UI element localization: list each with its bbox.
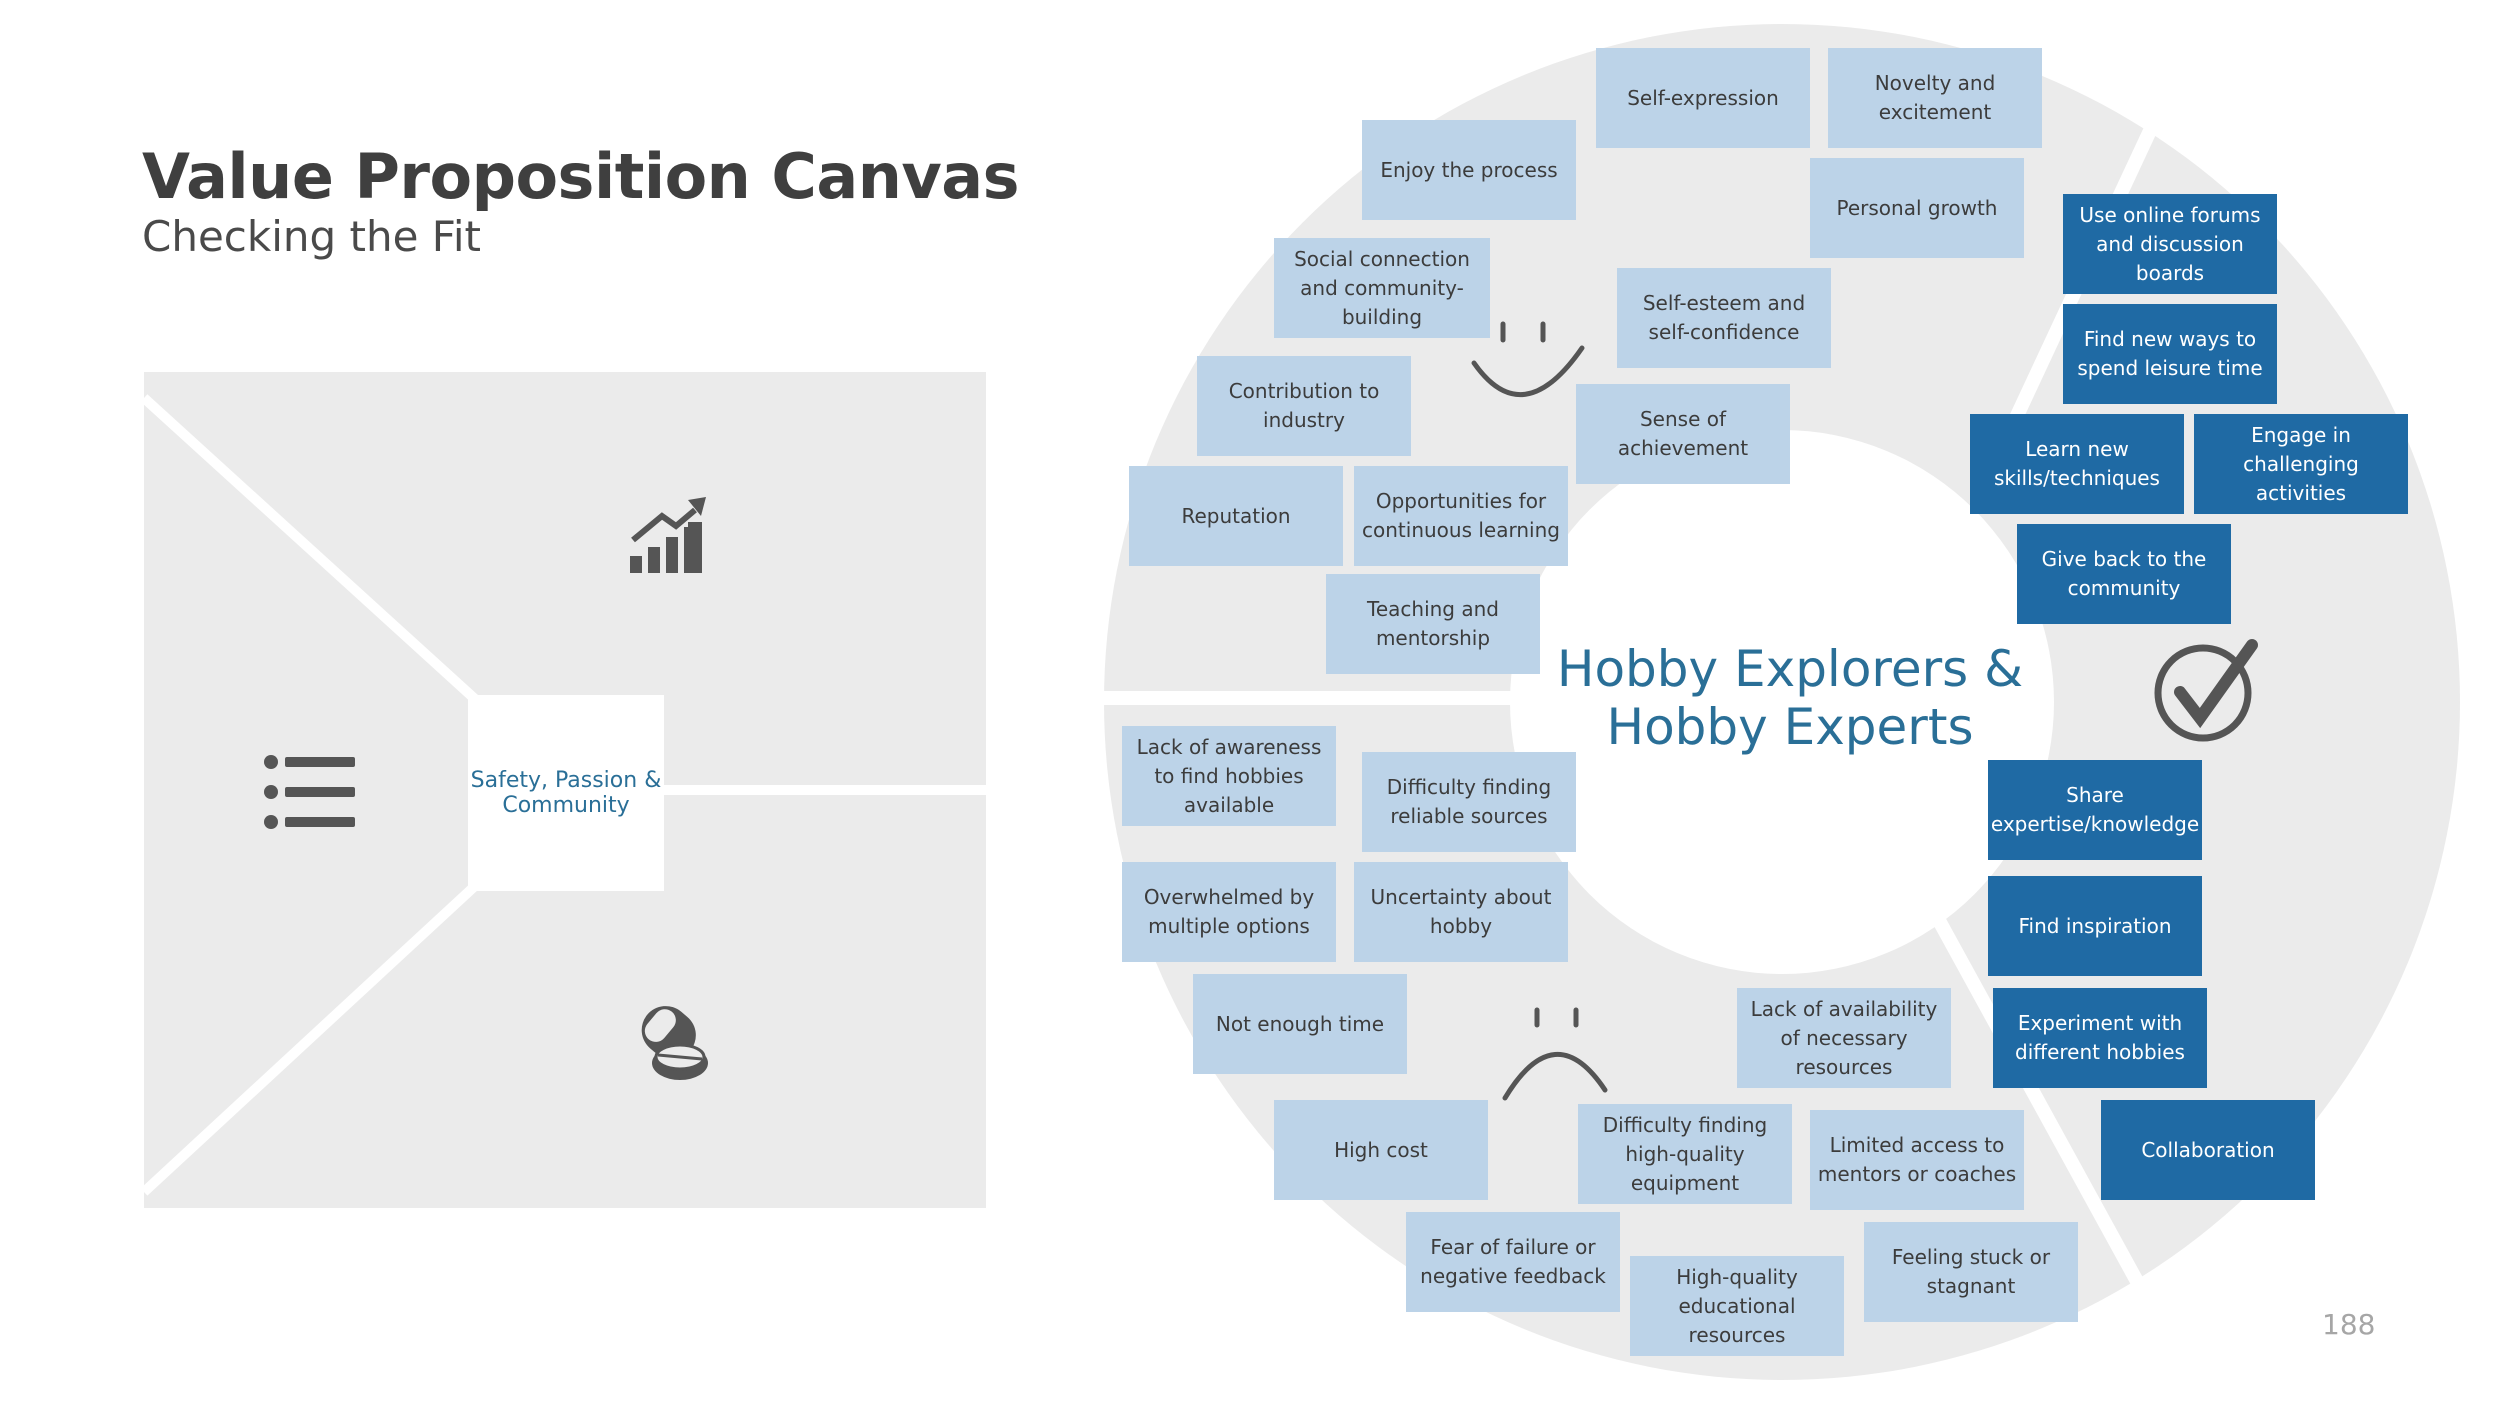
pain-relievers-pill-icon xyxy=(641,1006,708,1080)
job-card: Find new ways to spend leisure time xyxy=(2063,304,2277,404)
pain-card: Feeling stuck or stagnant xyxy=(1864,1222,2078,1322)
job-card: Engage in challenging activities xyxy=(2194,414,2408,514)
gain-card: Sense of achievement xyxy=(1576,384,1790,484)
customer-segment-title: Hobby Explorers & Hobby Experts xyxy=(1556,640,2024,756)
pain-card: Limited access to mentors or coaches xyxy=(1810,1110,2024,1210)
pain-card: Difficulty finding high-quality equipmen… xyxy=(1578,1104,1792,1204)
job-card: Collaboration xyxy=(2101,1100,2315,1200)
gain-card: Teaching and mentorship xyxy=(1326,574,1540,674)
gain-card: Opportunities for continuous learning xyxy=(1354,466,1568,566)
gain-card: Self-expression xyxy=(1596,48,1810,148)
job-card: Find inspiration xyxy=(1988,876,2202,976)
pain-card: Difficulty finding reliable sources xyxy=(1362,752,1576,852)
pain-card: Not enough time xyxy=(1193,974,1407,1074)
gain-card: Enjoy the process xyxy=(1362,120,1576,220)
value-map-center-label: Safety, Passion & Community xyxy=(468,695,664,891)
pain-card: Uncertainty about hobby xyxy=(1354,862,1568,962)
pain-card: Fear of failure or negative feedback xyxy=(1406,1212,1620,1312)
gain-card: Novelty and excitement xyxy=(1828,48,2042,148)
value-map-dividers xyxy=(140,394,986,1196)
job-card: Share expertise/knowledge xyxy=(1988,760,2202,860)
sad-face-icon xyxy=(1502,1007,1608,1101)
gain-card: Social connection and community-building xyxy=(1274,238,1490,338)
pain-card: High cost xyxy=(1274,1100,1488,1200)
page-subtitle: Checking the Fit xyxy=(142,212,482,261)
products-list-icon xyxy=(264,755,355,829)
job-card: Experiment with different hobbies xyxy=(1993,988,2207,1088)
job-card: Give back to the community xyxy=(2017,524,2231,624)
gain-card: Personal growth xyxy=(1810,158,2024,258)
pain-card: Lack of availability of necessary resour… xyxy=(1737,988,1951,1088)
job-card: Use online forums and discussion boards xyxy=(2063,194,2277,294)
gain-card: Reputation xyxy=(1129,466,1343,566)
happy-face-icon xyxy=(1471,321,1585,398)
job-card: Learn new skills/techniques xyxy=(1970,414,2184,514)
checkmark-icon xyxy=(2154,639,2258,742)
pain-card: Overwhelmed by multiple options xyxy=(1122,862,1336,962)
gain-card: Self-esteem and self-confidence xyxy=(1617,268,1831,368)
pain-card: High-quality educational resources xyxy=(1630,1256,1844,1356)
page-number: 188 xyxy=(2322,1308,2376,1341)
page-title: Value Proposition Canvas xyxy=(142,140,1020,213)
customer-profile-core xyxy=(1510,430,2054,974)
gains-creators-chart-icon xyxy=(630,497,706,573)
gain-card: Contribution to industry xyxy=(1197,356,1411,456)
pain-card: Lack of awareness to find hobbies availa… xyxy=(1122,726,1336,826)
